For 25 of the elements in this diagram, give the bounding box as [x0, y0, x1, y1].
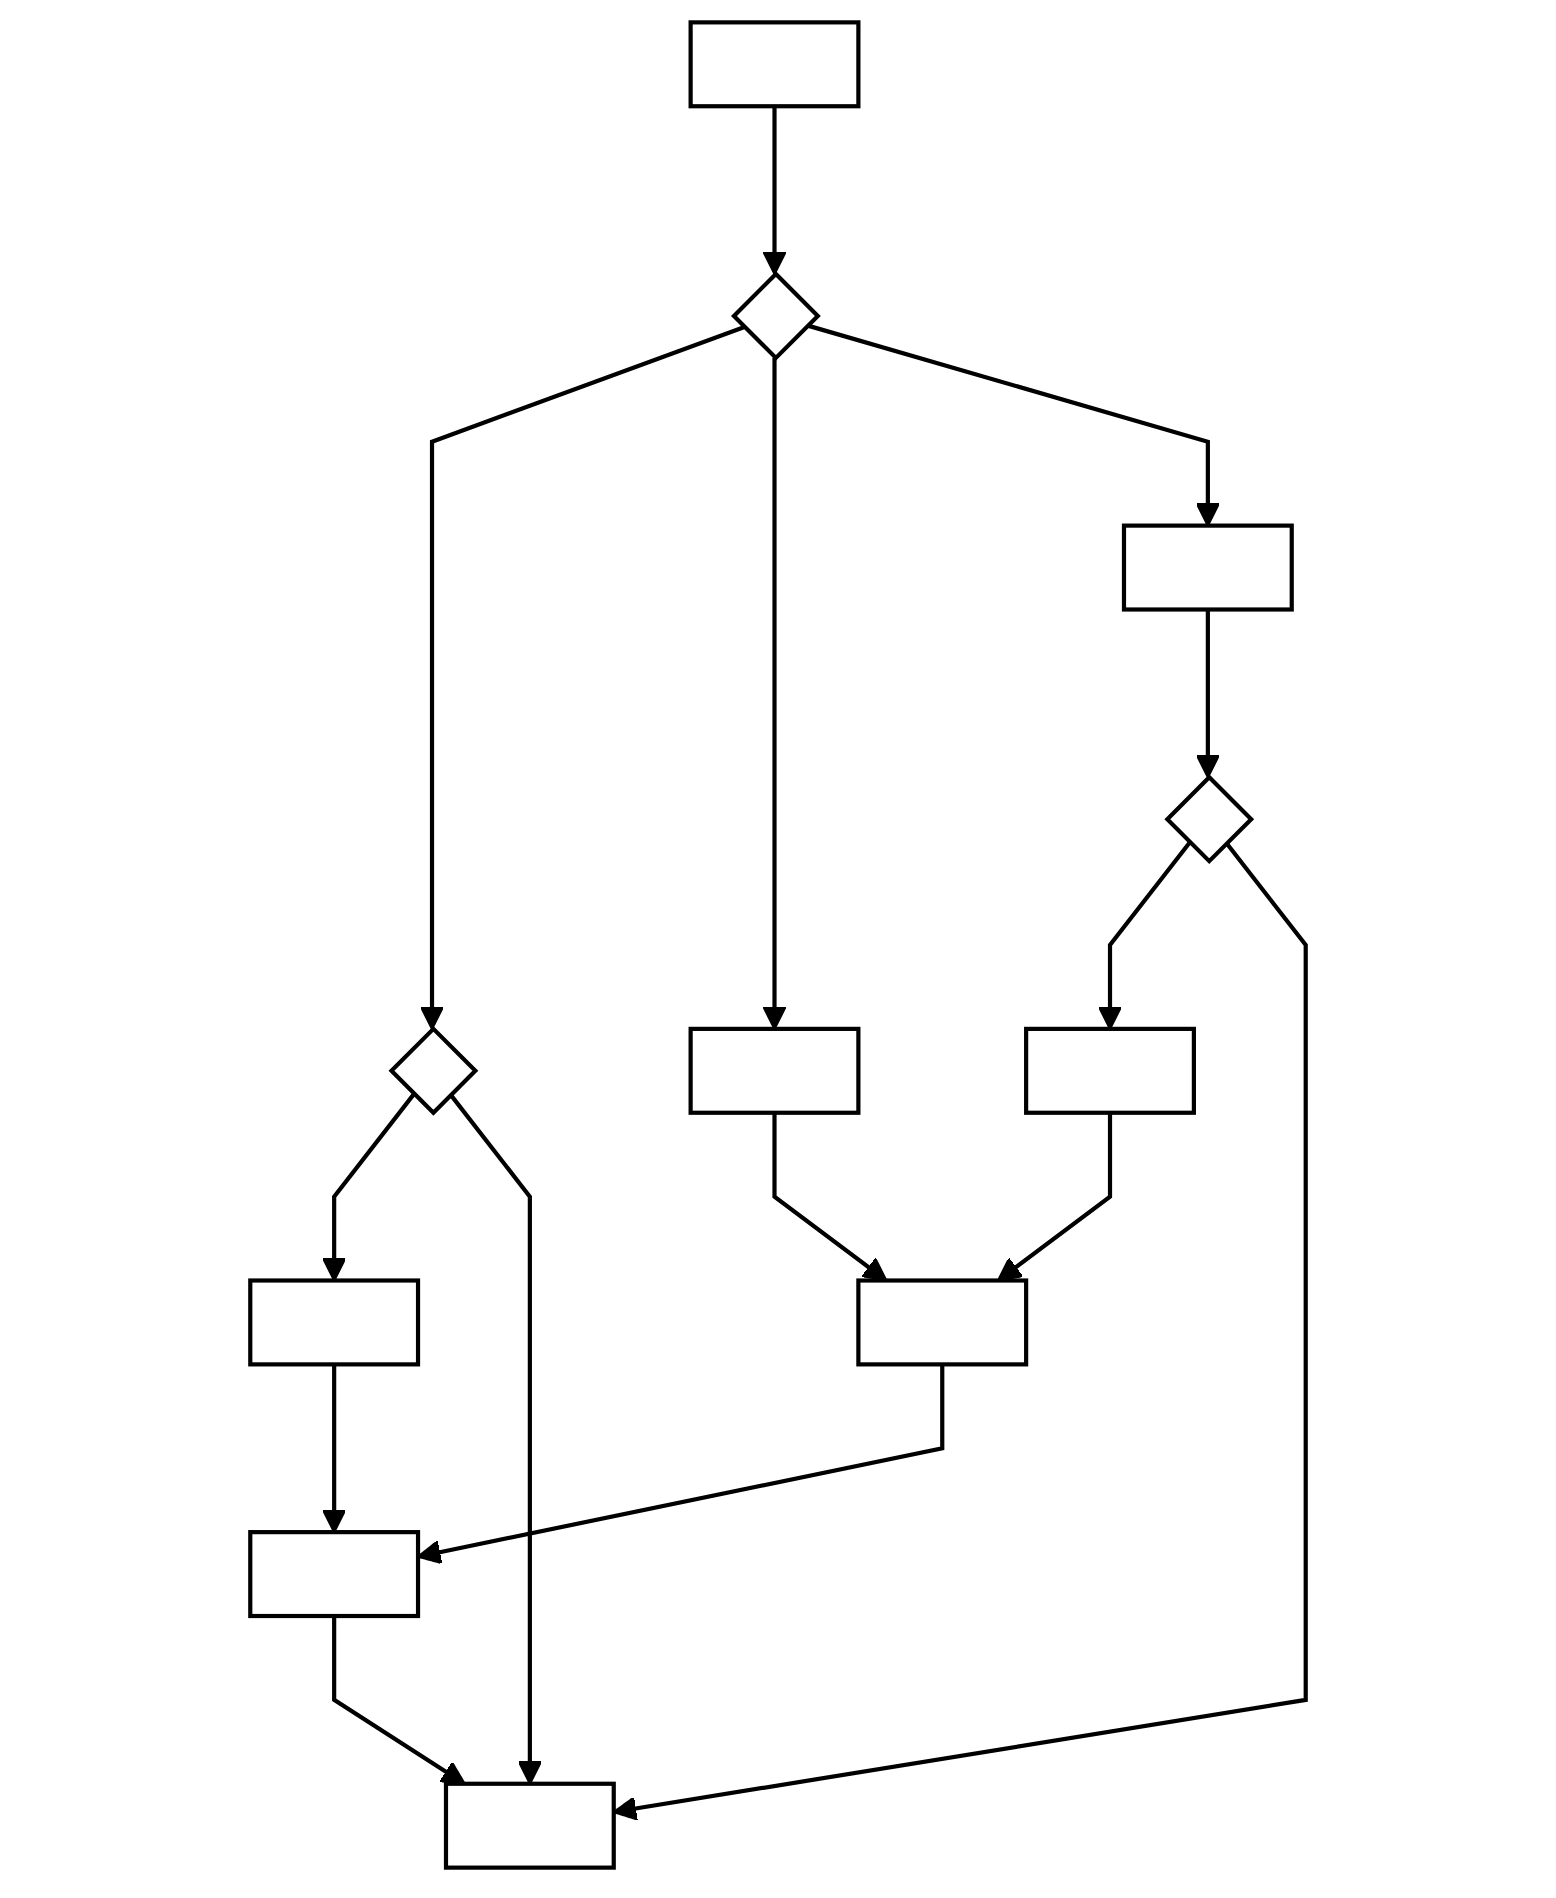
arrow: [762, 106, 787, 276]
arrow: [612, 841, 1308, 1821]
arrow: [1097, 841, 1192, 1030]
node-box: [856, 1278, 1029, 1367]
arrow: [806, 323, 1221, 527]
node-box: [443, 1781, 616, 1870]
node-diamond: [388, 1025, 479, 1116]
node-box: [248, 1530, 421, 1619]
arrow: [448, 1093, 543, 1785]
arrow: [332, 1616, 466, 1785]
node-diamond: [1164, 774, 1255, 865]
arrow: [762, 357, 787, 1030]
arrow: [1195, 609, 1221, 779]
node-diamond: [731, 271, 821, 361]
arrow: [997, 1112, 1113, 1282]
arrow: [321, 1364, 347, 1534]
node-box: [248, 1278, 421, 1367]
node-box: [688, 20, 861, 109]
arrow: [321, 1093, 416, 1282]
arrow: [772, 1112, 888, 1282]
node-box: [1024, 1026, 1196, 1115]
arrow: [416, 1364, 945, 1565]
node-box: [688, 1026, 861, 1115]
arrow: [419, 325, 745, 1030]
node-box: [1121, 523, 1294, 612]
